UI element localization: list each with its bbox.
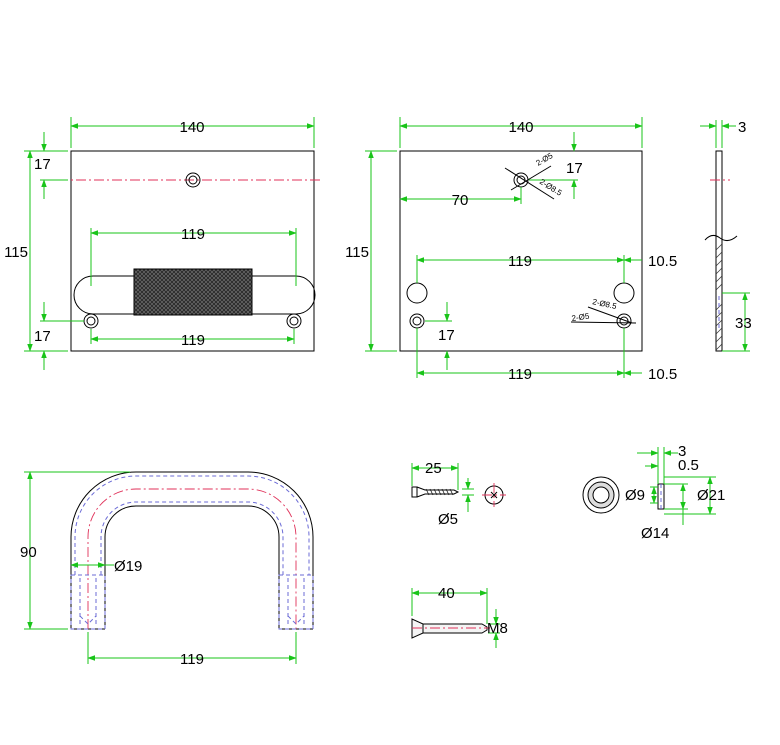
rear-left-hole [409, 313, 425, 329]
rear-top-callout-d5: 2-Ø5 [535, 151, 555, 168]
front-hole-span-label: 119 [181, 332, 205, 349]
side-view: 3 33 [700, 119, 752, 352]
screw-head [411, 486, 418, 498]
rear-bottom-callout-d85: 2-Ø8.5 [592, 297, 618, 311]
rear-top-offset-label: 17 [566, 160, 583, 177]
rear-view: 140 115 70 17 2-Ø5 2-Ø8.5 119 10.5 17 [345, 117, 677, 383]
screw-diameter-label: Ø5 [438, 511, 458, 528]
bolt-length-label: 40 [438, 585, 455, 602]
rear-height-label: 115 [345, 244, 369, 261]
handle-span-label: 119 [180, 651, 204, 668]
washer-hole [592, 486, 610, 504]
front-plate-outline [70, 150, 315, 352]
side-bottom-height-label: 33 [735, 315, 752, 332]
right-bottom-hole [286, 313, 302, 329]
rear-hole-span-bottom-label: 119 [508, 366, 532, 383]
handle-centerline [87, 488, 297, 629]
rear-hole-span-top-label: 119 [508, 253, 532, 270]
screw-length-label: 25 [425, 460, 442, 477]
rear-left-counterbore [406, 282, 428, 304]
washer-outer [582, 476, 620, 514]
side-thickness-label: 3 [738, 119, 746, 136]
front-height-label: 115 [4, 244, 28, 261]
right-insert [278, 574, 314, 630]
washer-view: 3 0.5 Ø9 Ø21 Ø14 [582, 443, 725, 542]
rear-edge-offset-top-label: 10.5 [648, 253, 677, 270]
washer-thickness-label: 3 [678, 443, 686, 460]
washer-mid-diameter-label: Ø14 [641, 525, 669, 542]
screw-thread [425, 488, 454, 496]
washer-inner-diameter-label: Ø9 [625, 487, 645, 504]
left-insert [70, 574, 106, 630]
front-view: 140 115 17 17 119 119 [4, 117, 322, 370]
rear-plate-outline [399, 150, 643, 352]
rear-right-counterbore [613, 282, 635, 304]
front-top-offset-label: 17 [34, 156, 51, 173]
side-break-line [704, 234, 738, 242]
front-bottom-offset-label: 17 [34, 328, 51, 345]
rear-edge-offset-bottom-label: 10.5 [648, 366, 677, 383]
handle-tube-diameter-label: Ø19 [114, 558, 142, 575]
washer-offset-label: 0.5 [678, 457, 699, 474]
rear-bottom-offset-label: 17 [438, 327, 455, 344]
bolt-thread-label: M8 [487, 620, 508, 637]
bolt-view: 40 M8 [411, 585, 508, 648]
side-hatch [715, 243, 723, 351]
side-plate [715, 150, 723, 352]
handle-height-label: 90 [20, 544, 37, 561]
rear-center-offset-label: 70 [452, 192, 469, 209]
screw-view: 25 Ø5 [411, 460, 506, 528]
knurled-grip [133, 268, 253, 316]
handle-inner-outline [104, 505, 280, 629]
left-bottom-hole [83, 313, 99, 329]
front-width-label: 140 [179, 119, 204, 136]
handle-view: 90 Ø19 119 [20, 471, 314, 668]
top-mount-hole [185, 172, 201, 188]
rear-width-label: 140 [508, 119, 533, 136]
front-grip-span-label: 119 [181, 226, 205, 243]
rear-right-hole [616, 313, 632, 329]
rear-bottom-callout-d5: 2-Ø5 [571, 312, 590, 323]
bolt-body [411, 618, 488, 639]
handle-outer-outline [70, 471, 314, 629]
washer-outer-diameter-label: Ø21 [697, 487, 725, 504]
